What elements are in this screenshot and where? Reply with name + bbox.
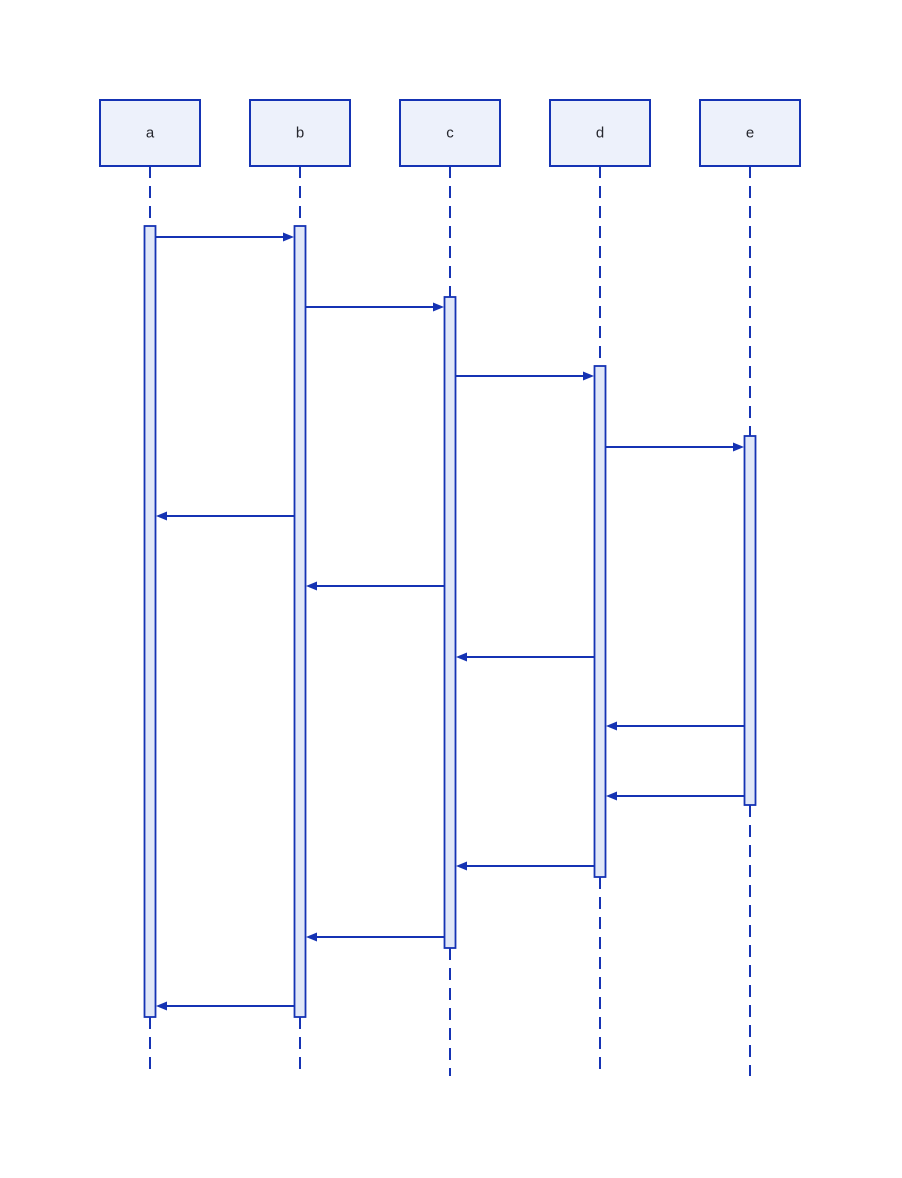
activation-bar-b xyxy=(293,225,307,1018)
actor-label-b: b xyxy=(296,125,304,142)
activation-bar-e xyxy=(743,435,757,806)
message-arrowhead-c-d-2 xyxy=(583,371,594,381)
actor-box-d xyxy=(549,99,651,167)
message-arrowhead-d-c-9 xyxy=(456,861,467,871)
message-arrowhead-d-e-3 xyxy=(733,442,744,452)
message-arrowhead-d-c-6 xyxy=(456,652,467,662)
actor-label-d: d xyxy=(596,125,604,142)
activation-bar-c xyxy=(443,296,457,949)
actor-box-e xyxy=(699,99,801,167)
activation-bar-a xyxy=(143,225,157,1018)
actor-box-a xyxy=(99,99,201,167)
activation-bar-d xyxy=(593,365,607,878)
actor-box-b xyxy=(249,99,351,167)
message-arrowhead-b-a-4 xyxy=(156,511,167,521)
message-arrowhead-b-a-11 xyxy=(156,1001,167,1011)
actor-label-c: c xyxy=(446,125,454,142)
message-arrowhead-a-b-0 xyxy=(283,232,294,242)
message-arrowhead-b-c-1 xyxy=(433,302,444,312)
message-arrowhead-c-b-10 xyxy=(306,932,317,942)
message-arrowhead-c-b-5 xyxy=(306,581,317,591)
message-arrowhead-e-d-7 xyxy=(606,721,617,731)
actor-label-e: e xyxy=(746,125,754,142)
message-arrowhead-e-d-8 xyxy=(606,791,617,801)
actor-label-a: a xyxy=(146,125,155,142)
actor-box-c xyxy=(399,99,501,167)
